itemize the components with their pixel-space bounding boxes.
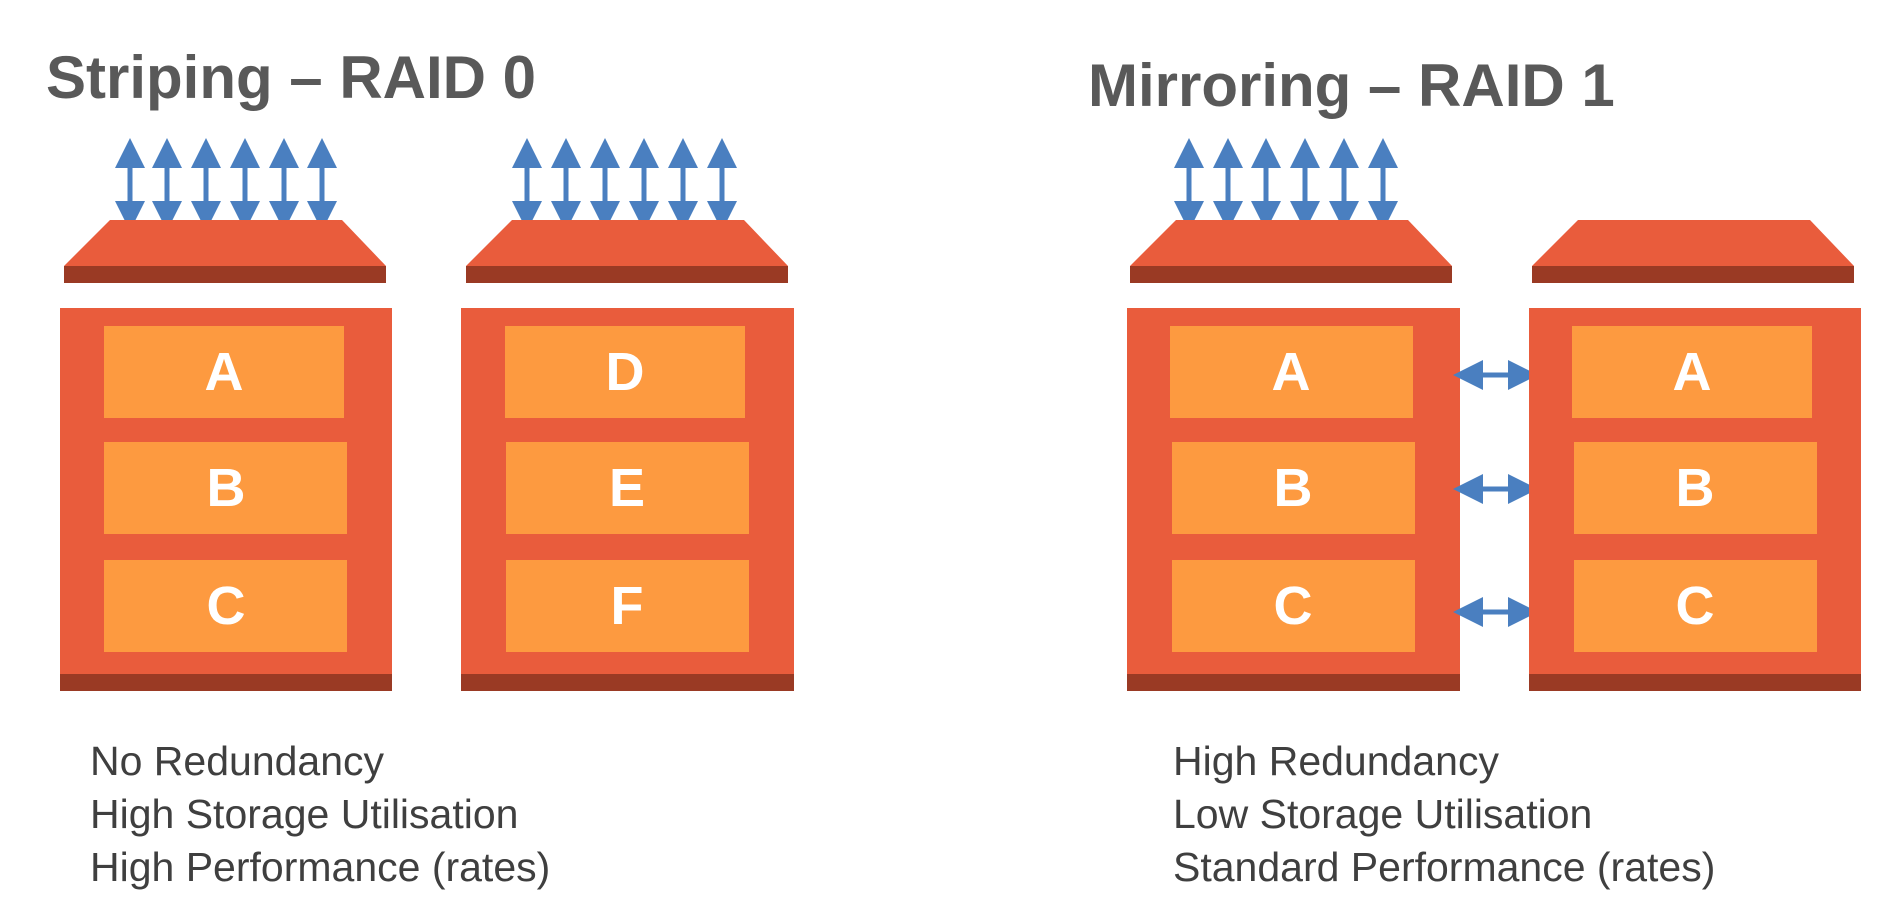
raid1-drive-1-block-2-label: B [1274,458,1313,518]
raid0-drive-2-lid-base [466,266,788,283]
raid0-drive-1-lid [64,220,386,266]
raid1-note-utilisation: Low Storage Utilisation [1173,791,1593,837]
raid1-note-performance: Standard Performance (rates) [1173,844,1716,890]
raid1-drive-2-lid-base [1532,266,1854,283]
raid0-drive-2-base [461,674,794,691]
raid1-drive-2-lid [1532,220,1854,266]
raid0-drive-1-block-1 [104,326,344,418]
raid0-drive-1-io-arrows [115,138,337,231]
raid1-drive-1-block-3-label: C [1274,576,1313,636]
raid0-drive-2-block-2-label: E [609,458,645,518]
raid1-drive-2-block-2-label: B [1676,458,1715,518]
raid1-mirror-arrows [1453,360,1538,627]
raid0-drive-2-block-3-label: F [611,576,644,636]
raid1-drive-2-block-1 [1572,326,1812,418]
raid1-drive-1-block-1-label: A [1272,342,1311,402]
raid0-drive-1-block-2 [104,442,347,534]
raid1-drive-1-lid-base [1130,266,1452,283]
raid1-note-redundancy: High Redundancy [1173,738,1499,784]
raid0-drive-2-lid [466,220,788,266]
raid0-drive-2: D E F [461,138,794,691]
raid0-drive-1-block-3-label: C [207,576,246,636]
raid1-drive-1-block-2 [1172,442,1415,534]
raid1-drive-2: A B C [1529,220,1861,691]
raid1-title: Mirroring – RAID 1 [1088,52,1615,119]
raid0-drive-1-block-3 [104,560,347,652]
raid1-notes: High Redundancy Low Storage Utilisation … [1173,735,1715,894]
raid0-note-performance: High Performance (rates) [90,844,551,890]
raid0-drive-2-block-3 [506,560,749,652]
raid0-note-redundancy: No Redundancy [90,738,385,784]
raid0-drive-2-io-arrows [512,138,737,231]
raid1-drive-1-block-1 [1170,326,1413,418]
raid0-drive-1-block-2-label: B [207,458,246,518]
raid0-notes: No Redundancy High Storage Utilisation H… [90,735,550,894]
raid1-drive-1-lid [1130,220,1452,266]
raid0-drive-1-base [60,674,392,691]
raid1-drive-2-base [1529,674,1861,691]
raid0-note-utilisation: High Storage Utilisation [90,791,519,837]
raid1-drive-1: A B C [1127,138,1460,691]
raid0-drive-2-block-2 [506,442,749,534]
raid1-drive-2-block-1-label: A [1673,342,1712,402]
raid0-drive-2-block-1-label: D [606,342,645,402]
raid1-drive-1-base [1127,674,1460,691]
raid0-drive-1-block-1-label: A [205,342,244,402]
raid0-drive-2-block-1 [505,326,745,418]
raid1-drive-2-block-2 [1574,442,1817,534]
raid1-drive-1-io-arrows [1174,138,1398,231]
raid0-drive-1: A B C [60,138,392,691]
raid0-drive-1-lid-base [64,266,386,283]
raid1-drive-2-block-3-label: C [1676,576,1715,636]
raid1-drive-1-block-3 [1172,560,1415,652]
raid0-title: Striping – RAID 0 [46,44,537,111]
raid1-drive-2-block-3 [1574,560,1817,652]
